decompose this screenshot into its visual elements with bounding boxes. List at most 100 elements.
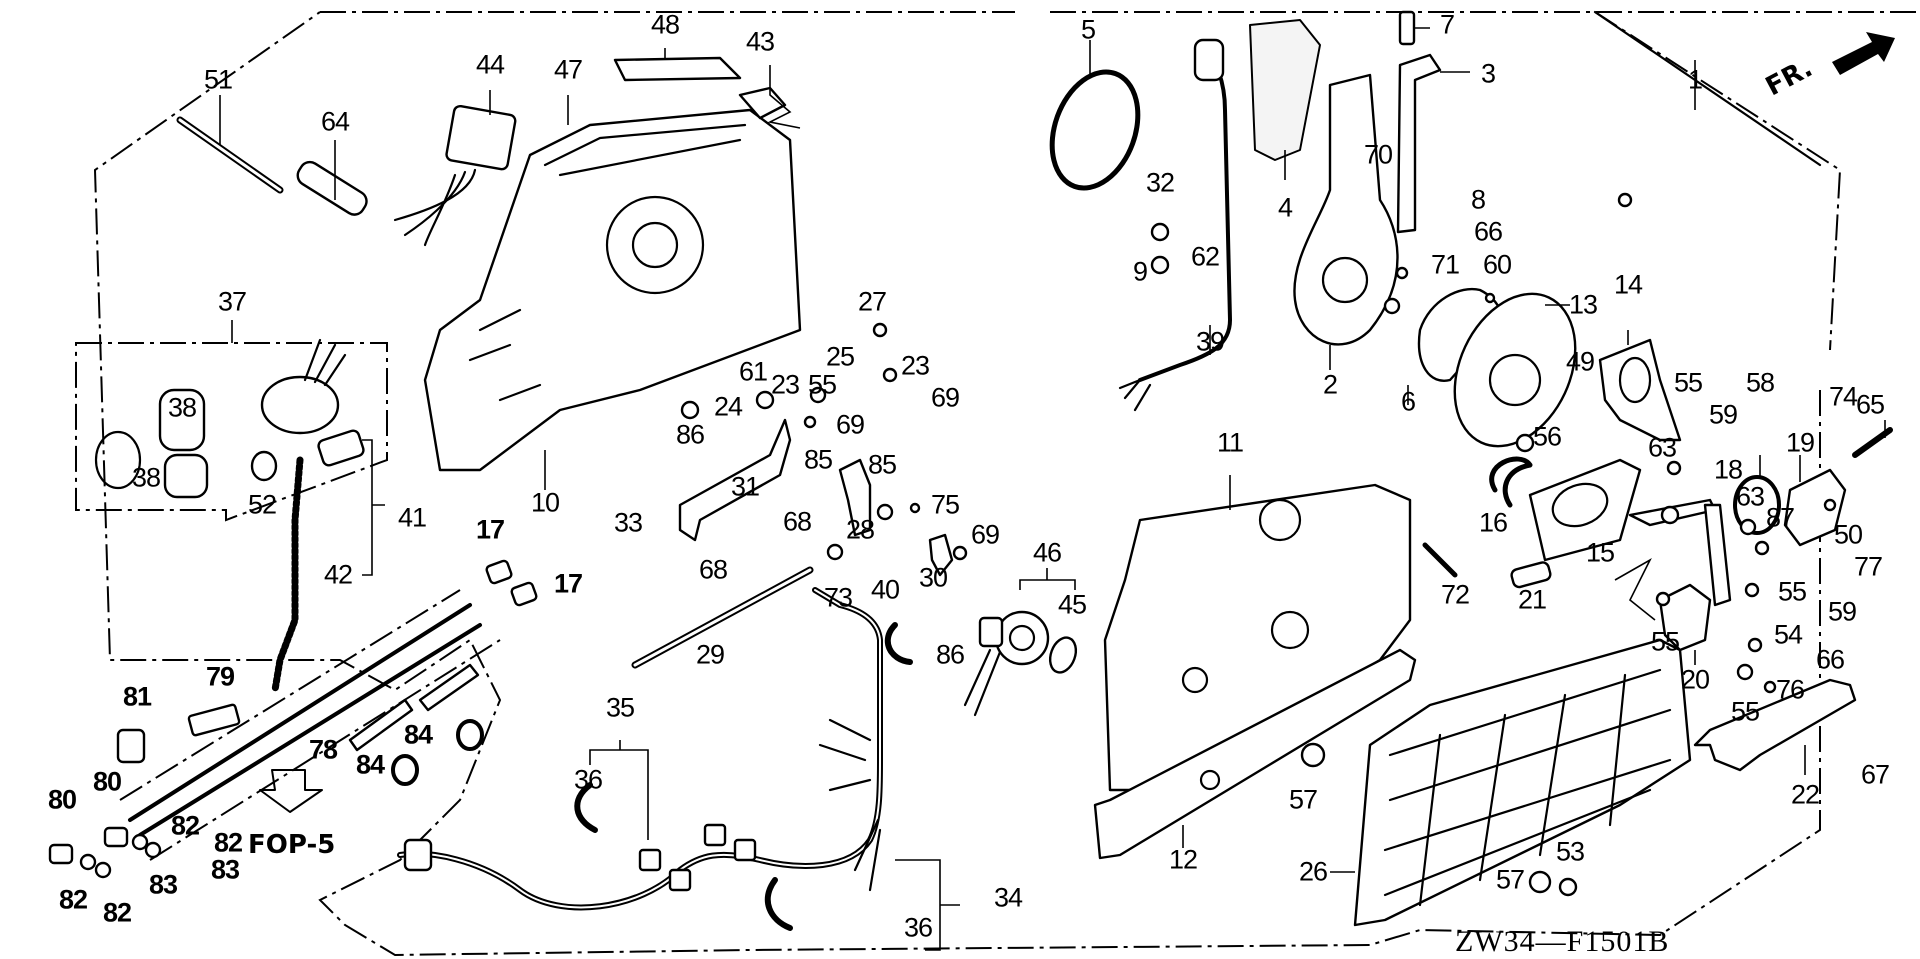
callout-78: 78	[308, 734, 338, 765]
part-ignition-switch	[260, 375, 340, 435]
part-57-washer	[1300, 742, 1326, 768]
part-28-lever	[838, 458, 872, 537]
callout-33: 33	[613, 507, 643, 538]
callout-35: 35	[605, 692, 635, 723]
callout-5: 5	[1080, 14, 1096, 45]
callout-45: 45	[1057, 589, 1087, 620]
part-16-clip	[1489, 456, 1533, 508]
callout-55e: 55	[1730, 696, 1760, 727]
callout-74: 74	[1828, 381, 1858, 412]
callout-50: 50	[1833, 519, 1863, 550]
part-36-clamp	[574, 782, 598, 833]
callout-42: 42	[323, 559, 353, 590]
callout-83b: 83	[148, 869, 178, 900]
part-14-bracket	[1598, 338, 1682, 442]
callout-60: 60	[1482, 249, 1512, 280]
callout-10: 10	[530, 487, 560, 518]
callout-4: 4	[1277, 192, 1293, 223]
callout-37: 37	[217, 286, 247, 317]
part-cables	[128, 603, 482, 837]
callout-70: 70	[1363, 139, 1393, 170]
callout-23a: 23	[770, 369, 800, 400]
callout-19: 19	[1785, 427, 1815, 458]
callout-3: 3	[1480, 58, 1496, 89]
callout-63a: 63	[1647, 432, 1677, 463]
callout-75: 75	[930, 489, 960, 520]
callout-18: 18	[1713, 454, 1743, 485]
callout-8: 8	[1470, 184, 1486, 215]
callout-29: 29	[695, 639, 725, 670]
callout-71: 71	[1430, 249, 1460, 280]
part-19-cover	[1783, 468, 1847, 547]
part-80-joint	[48, 843, 74, 865]
part-31-link	[678, 418, 792, 542]
callout-6: 6	[1400, 386, 1416, 417]
callout-44: 44	[475, 49, 505, 80]
callout-54: 54	[1773, 619, 1803, 650]
callout-13: 13	[1568, 289, 1598, 320]
callout-83a: 83	[210, 854, 240, 885]
part-12-strip	[1093, 648, 1417, 860]
part-10-housing	[423, 108, 802, 472]
part-20-switch	[1658, 583, 1712, 652]
part-58-seal	[1733, 475, 1781, 535]
callout-17a: 17	[475, 514, 505, 545]
callout-14: 14	[1613, 269, 1643, 300]
callout-55d: 55	[1650, 626, 1680, 657]
callout-11: 11	[1216, 427, 1244, 458]
part-72-bolt	[1422, 542, 1458, 578]
callout-36b: 36	[903, 912, 933, 943]
part-46-buzzer	[994, 610, 1050, 666]
callout-84b: 84	[355, 749, 385, 780]
part-38-key	[158, 388, 206, 452]
part-15-plate	[1528, 458, 1642, 562]
callout-52: 52	[247, 489, 277, 520]
part-3-arm	[1396, 53, 1442, 234]
part-17-clip	[485, 559, 513, 585]
callout-24: 24	[713, 391, 743, 422]
callout-84a: 84	[403, 719, 433, 750]
callout-43: 43	[745, 26, 775, 57]
callout-66b: 66	[1815, 644, 1845, 675]
callout-55a: 55	[807, 369, 837, 400]
callout-66a: 66	[1473, 216, 1503, 247]
fop-arrow-icon	[259, 769, 323, 813]
callout-48: 48	[650, 9, 680, 40]
callout-57b: 57	[1495, 864, 1525, 895]
callout-15: 15	[1585, 537, 1615, 568]
callout-80a: 80	[47, 784, 77, 815]
diagram-reference-code: ZW34—F1501B	[1455, 925, 1670, 958]
fop-reference-link[interactable]: FOP-5	[248, 830, 336, 860]
callout-85a: 85	[803, 444, 833, 475]
callout-68b: 68	[698, 554, 728, 585]
part-48-plate	[613, 56, 742, 82]
part-26-grille	[1353, 638, 1692, 927]
hardware-screws	[680, 192, 1837, 694]
assembly-boundary	[93, 11, 1920, 957]
callout-31: 31	[730, 471, 760, 502]
callout-36a: 36	[573, 764, 603, 795]
callout-23b: 23	[900, 350, 930, 381]
callout-57a: 57	[1288, 784, 1318, 815]
callout-69a: 69	[930, 382, 960, 413]
callout-82c: 82	[58, 884, 88, 915]
callout-49: 49	[1565, 346, 1595, 377]
callout-62: 62	[1190, 241, 1220, 272]
callout-82d: 82	[102, 897, 132, 928]
callout-22: 22	[1790, 779, 1820, 810]
part-40-clamp	[884, 622, 913, 665]
part-81-grommet	[116, 728, 146, 764]
part-22-bracket	[1693, 678, 1857, 772]
callout-46: 46	[1032, 537, 1062, 568]
callout-25: 25	[825, 341, 855, 372]
part-42-lanyard	[271, 456, 304, 694]
callout-72: 72	[1440, 579, 1470, 610]
part-79-holder	[187, 703, 241, 737]
callout-86a: 86	[675, 419, 705, 450]
callout-20: 20	[1680, 664, 1710, 695]
callout-56: 56	[1532, 421, 1562, 452]
part-84-clamp	[391, 754, 419, 786]
callout-67: 67	[1860, 759, 1890, 790]
callout-61: 61	[738, 356, 768, 387]
